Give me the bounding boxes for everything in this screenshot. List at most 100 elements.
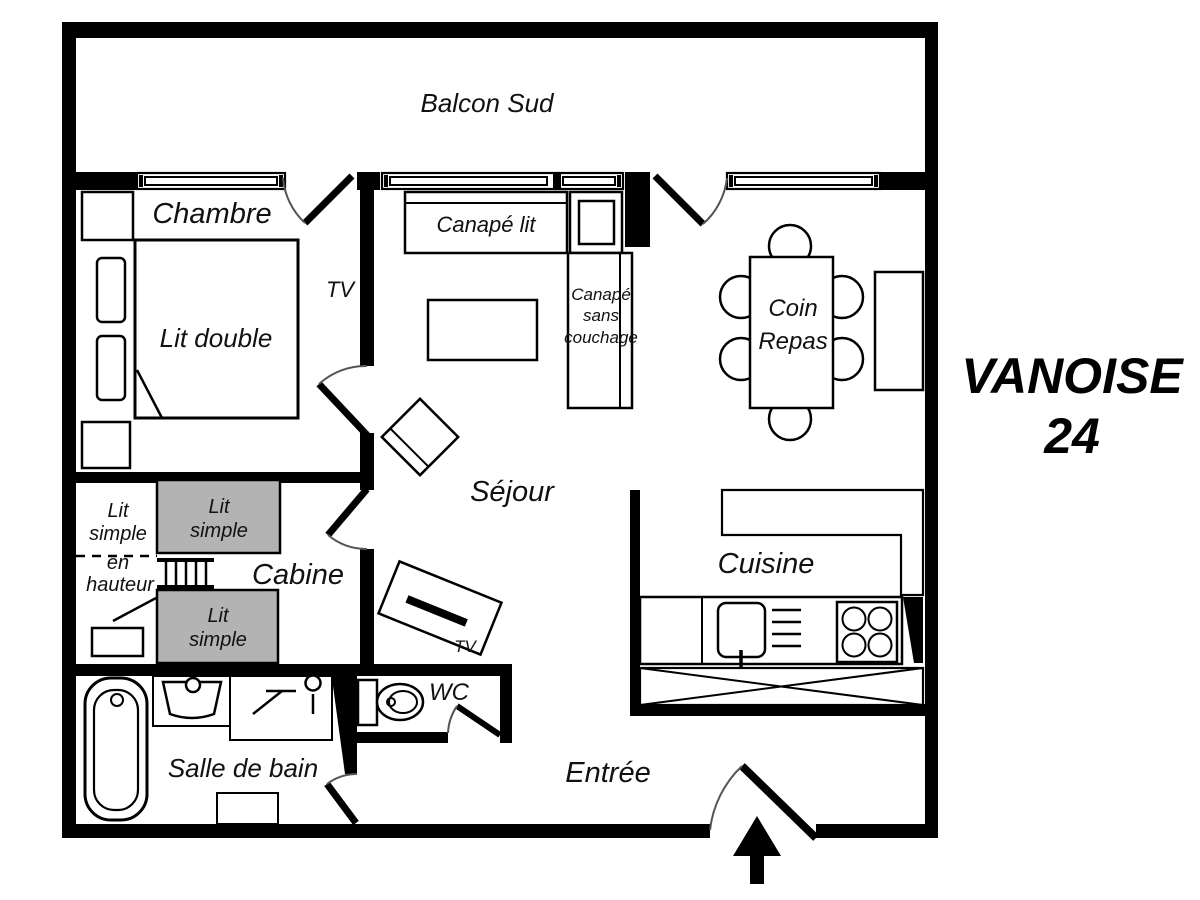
chambre-furniture xyxy=(80,190,300,470)
label-lit-haut-3: en xyxy=(107,552,129,574)
crossed-counter xyxy=(638,666,925,707)
wall-chambre-sejour-upper xyxy=(360,188,374,366)
sejour-furniture xyxy=(376,190,634,657)
label-cabine: Cabine xyxy=(252,559,344,591)
wall-bath-wc-wedge xyxy=(330,664,357,774)
entrance-arrow xyxy=(733,816,781,884)
label-coin-repas-1: Coin xyxy=(768,295,817,322)
toilet xyxy=(356,678,425,727)
side-table-inner xyxy=(577,199,616,246)
shower-box xyxy=(229,675,333,741)
dining-table xyxy=(748,255,835,410)
label-cuisine: Cuisine xyxy=(718,548,815,580)
label-lit-haut-1: Lit xyxy=(107,500,130,522)
label-tv-sejour: TV xyxy=(454,637,477,656)
wall-right-outer xyxy=(925,22,938,838)
bunk-ladder xyxy=(157,558,214,589)
pillow-1 xyxy=(95,256,127,324)
shower-symbol xyxy=(252,674,322,715)
nightstand-top xyxy=(80,190,135,242)
wall-cabine-right-stub xyxy=(360,483,374,490)
coffee-table xyxy=(426,298,539,362)
label-entree: Entrée xyxy=(565,757,650,789)
label-canape-sans-3: couchage xyxy=(564,328,638,347)
cuisine-furniture xyxy=(638,488,925,707)
door-balcony-chambre xyxy=(282,173,355,226)
door-wc xyxy=(447,703,502,738)
plan-title-line2: 24 xyxy=(1043,408,1100,464)
wall-bottom-left xyxy=(62,824,710,838)
plan-title-line1: VANOISE xyxy=(961,348,1184,404)
wall-chambre-cabine xyxy=(76,472,374,483)
wall-balcony-top xyxy=(62,22,937,38)
window-coin-repas xyxy=(725,171,882,191)
label-canape-lit: Canapé lit xyxy=(436,212,536,237)
label-lit-top-1: Lit xyxy=(208,496,231,518)
window-chambre xyxy=(135,171,287,191)
wall-cabine-right xyxy=(360,549,374,676)
windows xyxy=(135,171,882,191)
window-sejour xyxy=(380,171,625,191)
bath-mat xyxy=(216,792,279,825)
label-coin-repas-2: Repas xyxy=(758,328,827,355)
wall-bath-top xyxy=(76,664,512,676)
wall-south-left xyxy=(62,172,137,190)
stove xyxy=(835,600,899,664)
label-sejour: Séjour xyxy=(470,476,555,508)
overhead-bed-diagonal xyxy=(112,596,157,623)
washbasin-tap xyxy=(184,676,202,694)
nightstand-bottom xyxy=(80,420,132,470)
wall-wedge-stove xyxy=(903,597,923,663)
wall-left-outer xyxy=(62,22,76,838)
walls xyxy=(62,22,938,838)
kitchen-sink xyxy=(716,601,767,659)
bathtub-drain xyxy=(110,693,124,707)
vent-grill xyxy=(772,608,801,648)
wall-south-right xyxy=(880,172,937,190)
toilet-cistern xyxy=(356,678,379,727)
door-entree xyxy=(709,763,819,841)
door-balcony-coinrepas xyxy=(652,173,728,227)
door-cabine xyxy=(325,486,370,551)
label-lit-haut-4: hauteur xyxy=(86,574,155,596)
label-salle-de-bain: Salle de bain xyxy=(168,753,318,783)
double-bed xyxy=(133,238,300,420)
wall-cuisine-left xyxy=(630,490,640,716)
bathroom-furniture xyxy=(83,674,425,825)
label-tv-chambre: TV xyxy=(326,277,356,302)
label-lit-haut-2: simple xyxy=(89,523,147,545)
doors xyxy=(282,173,819,841)
bathtub-inner xyxy=(92,688,140,812)
wall-wc-bottom xyxy=(345,732,448,743)
label-lit-bot-1: Lit xyxy=(207,605,230,627)
wall-wc-right xyxy=(500,664,512,743)
wall-pier-coinrepas xyxy=(625,172,650,247)
label-lit-bot-2: simple xyxy=(189,629,247,651)
labels: Balcon Sud Chambre Lit double TV Canapé … xyxy=(86,88,1184,789)
label-chambre: Chambre xyxy=(152,198,271,230)
tv-stand xyxy=(376,559,504,657)
single-bed-top xyxy=(155,478,282,555)
coin-repas-furniture xyxy=(718,223,925,442)
label-canape-sans-1: Canapé xyxy=(571,285,631,304)
bathtub-outer xyxy=(83,676,149,822)
door-salle-de-bain xyxy=(324,773,359,826)
wall-cuisine-bottom xyxy=(630,704,925,716)
wall-pier-chambre xyxy=(357,172,380,190)
label-balcon: Balcon Sud xyxy=(421,88,556,118)
armchair xyxy=(380,397,460,477)
label-lit-double: Lit double xyxy=(160,323,273,353)
label-lit-top-2: simple xyxy=(190,520,248,542)
label-canape-sans-2: sans xyxy=(583,306,619,325)
sideboard xyxy=(873,270,925,392)
wall-bottom-right xyxy=(816,824,937,838)
wall-chambre-sejour-lower xyxy=(360,433,374,475)
cabine-furniture xyxy=(76,478,282,665)
door-chambre xyxy=(316,364,370,438)
sofa-no-bed xyxy=(566,251,634,410)
counter-outline xyxy=(720,488,925,597)
washbasin xyxy=(161,680,223,720)
cabine-shelf xyxy=(90,626,145,658)
